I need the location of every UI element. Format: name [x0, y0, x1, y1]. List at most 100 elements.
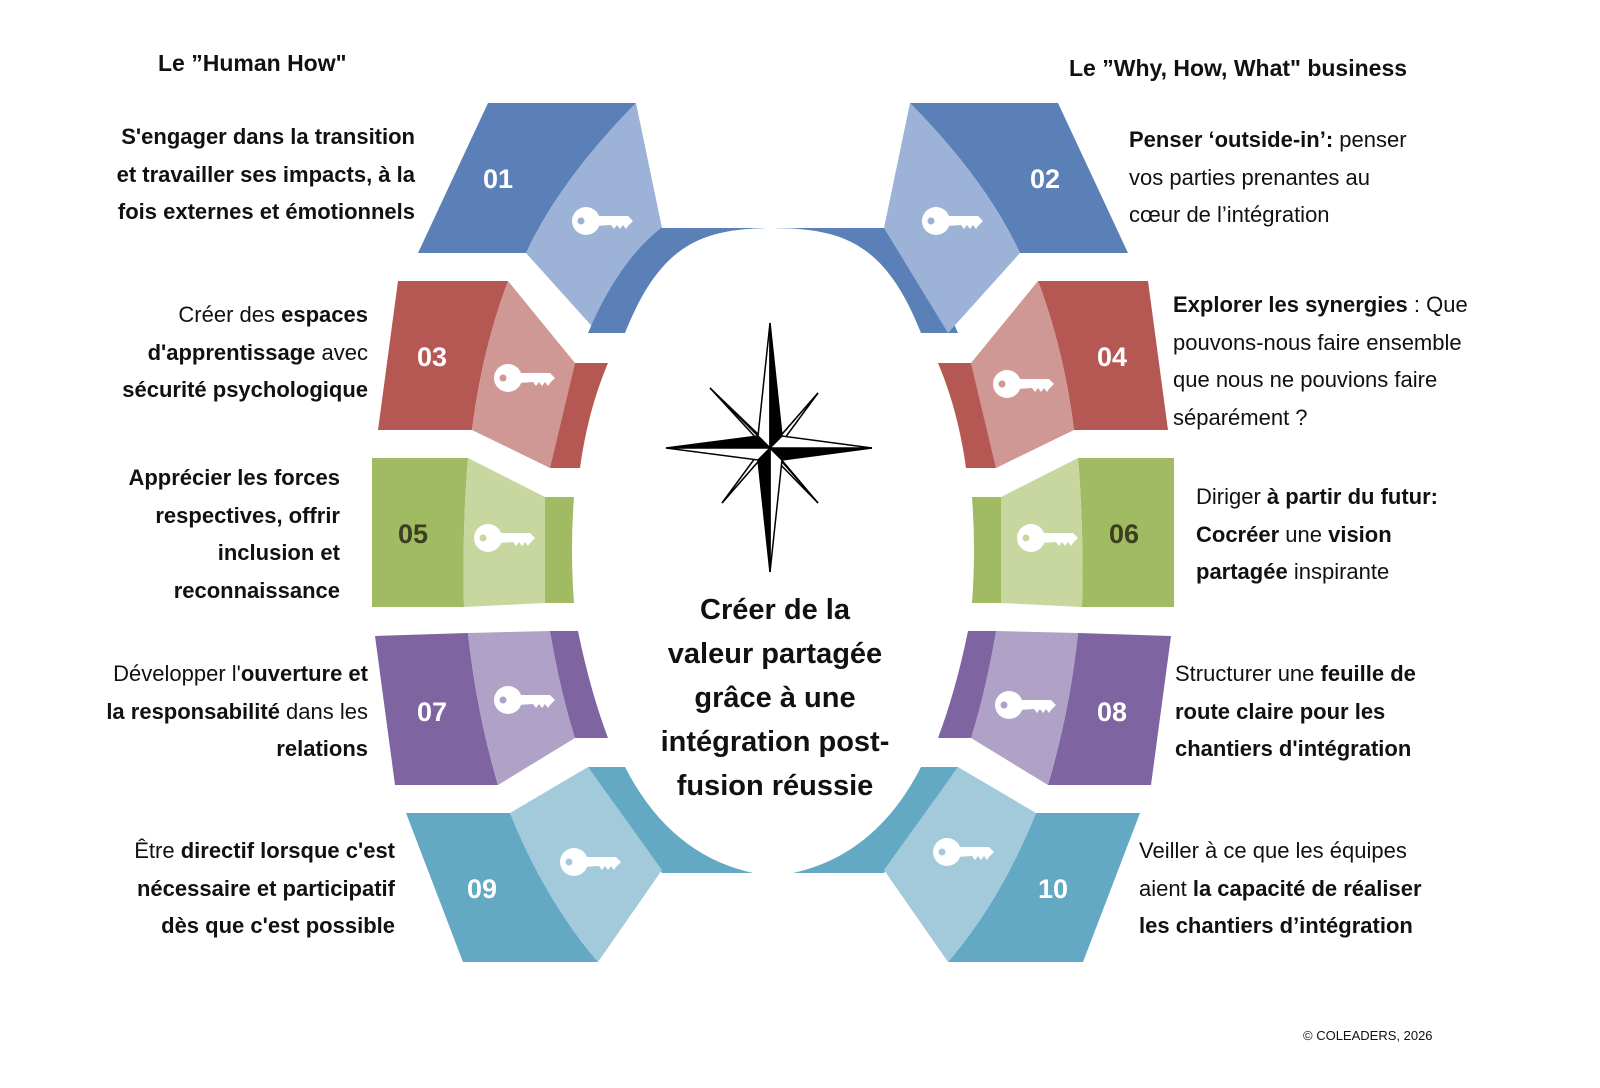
step-number: 07 — [417, 697, 447, 727]
compass-rose-icon — [665, 322, 873, 573]
description-line: la responsabilité dans les — [106, 693, 368, 731]
step-01-description: S'engager dans la transition et travaille… — [117, 118, 415, 231]
bold-text: ouverture et — [240, 661, 368, 686]
right-column-heading: Le ”Why, How, What" business — [1069, 55, 1408, 81]
step-number: 10 — [1038, 874, 1068, 904]
bold-text: relations — [276, 736, 368, 761]
bold-text: directif lorsque c'est — [180, 838, 395, 863]
text: une — [1279, 521, 1329, 547]
bold-text: la capacité de réaliser — [1192, 875, 1422, 901]
text: avec — [315, 339, 368, 365]
bold-text: route claire pour les — [1175, 698, 1386, 724]
description-line: nécessaire et participatif — [134, 870, 395, 908]
description-line: partagée inspirante — [1196, 553, 1438, 591]
text: penser — [1333, 127, 1407, 152]
step-number: 01 — [483, 164, 513, 194]
step-number: 08 — [1097, 697, 1127, 727]
bold-text: inclusion et — [217, 540, 340, 565]
step-number: 05 — [398, 519, 428, 549]
step-numbers: 01 02 03 04 05 06 07 08 09 10 — [398, 164, 1139, 904]
description-line: dès que c'est possible — [134, 907, 395, 945]
step-number: 04 — [1097, 342, 1127, 372]
description-line: les chantiers d’intégration — [1139, 907, 1422, 945]
text: Créer des — [178, 302, 282, 327]
text: Être — [134, 838, 181, 863]
description-line: reconnaissance — [128, 572, 340, 610]
bold-text: à partir du futur: — [1266, 484, 1439, 509]
description-line: fois externes et émotionnels — [117, 193, 415, 231]
description-line: route claire pour les — [1175, 693, 1416, 731]
bold-text: la responsabilité — [106, 698, 280, 724]
text: Veiller à ce que les équipes — [1139, 838, 1407, 863]
step-10-description: Veiller à ce que les équipes aient la cap… — [1139, 832, 1422, 945]
bold-text: feuille de — [1320, 661, 1416, 686]
bold-text: d'apprentissage — [147, 339, 316, 365]
bold-text: Cocréer — [1196, 521, 1280, 547]
step-08-description: Structurer une feuille de route claire po… — [1175, 655, 1416, 768]
description-line: chantiers d'intégration — [1175, 730, 1416, 768]
description-line: cœur de l’intégration — [1129, 196, 1407, 234]
step-09-description: Être directif lorsque c'est nécessaire et… — [134, 832, 395, 945]
description-line: pouvons-nous faire ensemble — [1173, 324, 1468, 362]
text: aient — [1139, 875, 1193, 901]
text: vos parties prenantes au — [1129, 164, 1370, 190]
step-05-description: Apprécier les forces respectives, offrir i… — [128, 459, 340, 609]
description-line: que nous ne pouvions faire — [1173, 361, 1468, 399]
text: dans les — [279, 698, 368, 724]
description-line: aient la capacité de réaliser — [1139, 870, 1422, 908]
center-title: Créer de la valeur partagée grâce à une … — [610, 588, 940, 808]
description-line: et travailler ses impacts, à la — [117, 156, 415, 194]
description-line: relations — [106, 730, 368, 768]
step-number: 03 — [417, 342, 447, 372]
bold-text: et travailler ses impacts, à la — [116, 161, 415, 187]
text: que nous ne pouvions faire — [1173, 367, 1438, 392]
bold-text: sécurité psychologique — [122, 377, 368, 402]
step-02-description: Penser ‘outside-in’: penser vos parties p… — [1129, 121, 1407, 234]
description-line: d'apprentissage avec — [122, 334, 368, 372]
description-line: Veiller à ce que les équipes — [1139, 832, 1422, 870]
center-title-line: fusion réussie — [676, 770, 874, 802]
text: Développer l' — [113, 661, 241, 686]
bold-text: partagée — [1196, 559, 1288, 584]
bold-text: vision — [1328, 521, 1392, 547]
left-column-heading: Le ”Human How" — [158, 50, 347, 76]
step-number: 02 — [1030, 164, 1060, 194]
description-line: Apprécier les forces — [128, 459, 340, 497]
center-title-line: intégration post- — [660, 726, 890, 758]
center-title-line: grâce à une — [694, 682, 856, 714]
text: cœur de l’intégration — [1129, 202, 1330, 227]
description-line: inclusion et — [128, 534, 340, 572]
copyright: © COLEADERS, 2026 — [1303, 1028, 1433, 1043]
bold-text: Apprécier les forces — [128, 465, 340, 490]
description-line: Créer des espaces — [122, 296, 368, 334]
description-line: Explorer les synergies : Que — [1173, 286, 1468, 324]
description-line: Penser ‘outside-in’: penser — [1129, 121, 1407, 159]
bold-text: reconnaissance — [173, 577, 340, 603]
bold-text: Penser ‘outside-in’: — [1129, 127, 1334, 152]
bold-text: fois externes et émotionnels — [117, 199, 415, 224]
bold-text: chantiers d'intégration — [1175, 736, 1412, 761]
center-title-line: valeur partagée — [667, 638, 883, 670]
step-number: 06 — [1109, 519, 1139, 549]
text: Diriger — [1196, 484, 1267, 509]
bold-text: S'engager dans la transition — [121, 124, 415, 149]
bold-text: nécessaire et participatif — [136, 875, 395, 901]
step-06-description: Diriger à partir du futur: Cocréer une vi… — [1196, 478, 1438, 591]
bold-text: les chantiers d’intégration — [1139, 913, 1413, 938]
text: Structurer une — [1175, 661, 1321, 686]
description-line: Cocréer une vision — [1196, 516, 1438, 554]
text: séparément ? — [1173, 404, 1308, 430]
bold-text: respectives, offrir — [155, 502, 340, 528]
center-title-line: Créer de la — [700, 594, 850, 626]
description-line: Développer l'ouverture et — [106, 655, 368, 693]
description-line: séparément ? — [1173, 399, 1468, 437]
description-line: sécurité psychologique — [122, 371, 368, 409]
right-segments — [588, 103, 1174, 962]
text: : Que — [1407, 292, 1468, 317]
description-line: respectives, offrir — [128, 497, 340, 535]
description-line: vos parties prenantes au — [1129, 159, 1407, 197]
step-number: 09 — [467, 874, 497, 904]
